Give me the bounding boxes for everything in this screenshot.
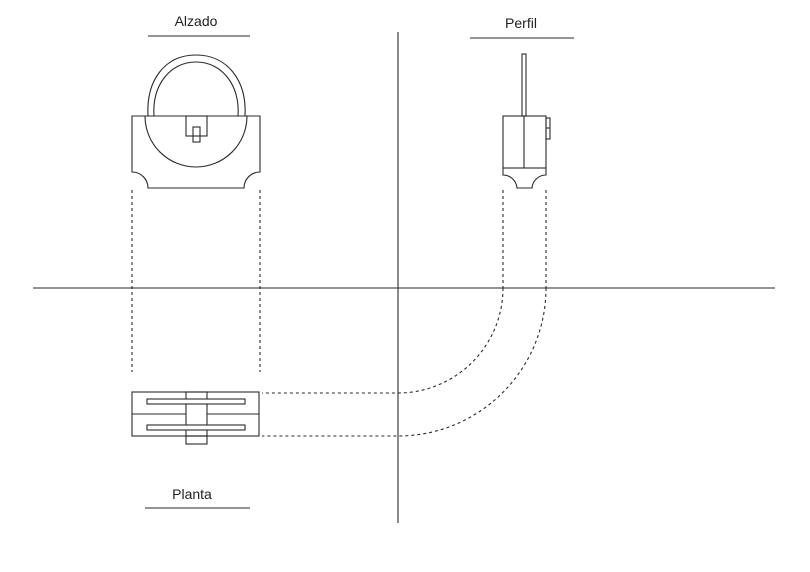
body-outline	[131, 115, 261, 189]
handle-inner	[153, 61, 239, 117]
alzado-front-view	[131, 54, 261, 189]
planta-title: Planta	[172, 486, 212, 502]
perfil-title: Perfil	[505, 15, 537, 31]
alzado-title: Alzado	[174, 13, 218, 29]
slot-top	[146, 398, 246, 405]
transfer-arc-outer	[262, 287, 547, 437]
latch-inner	[192, 126, 201, 143]
perfil-side-view	[502, 53, 551, 189]
bottom-tab	[185, 435, 208, 445]
handle-stick	[521, 53, 527, 117]
semicircle	[144, 115, 248, 168]
latch-outer	[185, 115, 208, 137]
slot-bottom	[146, 424, 246, 431]
planta-top-view	[131, 391, 260, 445]
foot	[502, 168, 547, 189]
transfer-arc-inner	[262, 287, 504, 394]
handle-outer	[147, 54, 246, 117]
